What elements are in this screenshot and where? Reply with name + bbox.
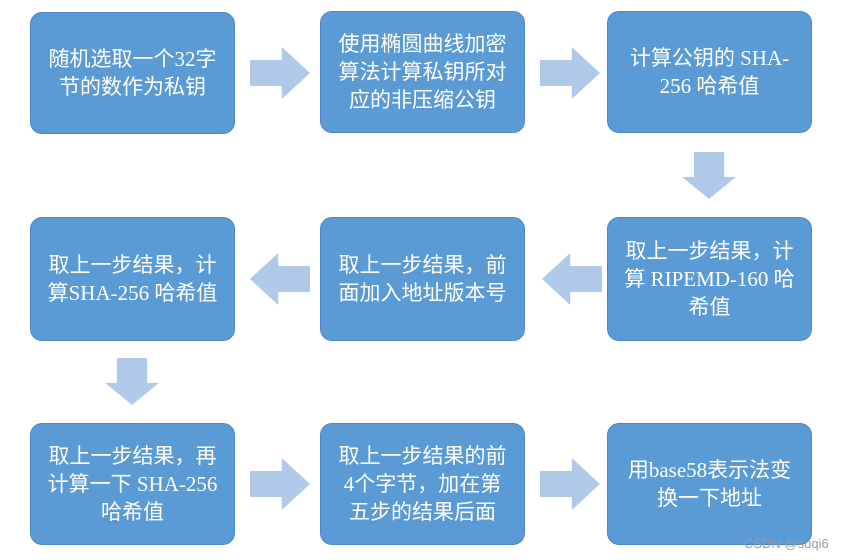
flow-step-6: 取上一步结果，计 算SHA-256 哈希值 bbox=[30, 217, 235, 341]
flow-step-6-label: 取上一步结果，计 算SHA-256 哈希值 bbox=[47, 253, 218, 305]
flow-step-4-label: 取上一步结果，计 算 RIPEMD-160 哈 希值 bbox=[624, 239, 795, 319]
arrow-down-icon bbox=[682, 152, 736, 199]
flow-step-3-label: 计算公钥的 SHA- 256 哈希值 bbox=[629, 46, 790, 98]
flow-step-7: 取上一步结果，再 计算一下 SHA-256 哈希值 bbox=[30, 423, 235, 545]
arrow-left-icon bbox=[542, 253, 602, 305]
arrow-right-icon bbox=[540, 458, 600, 510]
flow-step-2-label: 使用椭圆曲线加密 算法计算私钥所对 应的非压缩公钥 bbox=[338, 32, 507, 112]
arrow-right-icon bbox=[250, 47, 310, 99]
flow-step-9-label: 用base58表示法变 换一下地址 bbox=[627, 458, 792, 510]
watermark: CSDN @suqi6 bbox=[744, 536, 829, 551]
flow-step-1-label: 随机选取一个32字 节的数作为私钥 bbox=[48, 47, 217, 99]
flow-step-3: 计算公钥的 SHA- 256 哈希值 bbox=[607, 11, 812, 133]
flow-step-8-label: 取上一步结果的前 4个字节，加在第 五步的结果后面 bbox=[338, 444, 507, 524]
flow-step-5-label: 取上一步结果，前 面加入地址版本号 bbox=[338, 253, 507, 305]
flow-step-9: 用base58表示法变 换一下地址 bbox=[607, 423, 812, 545]
flow-step-5: 取上一步结果，前 面加入地址版本号 bbox=[320, 217, 525, 341]
flow-step-7-label: 取上一步结果，再 计算一下 SHA-256 哈希值 bbox=[47, 444, 218, 524]
flow-step-1: 随机选取一个32字 节的数作为私钥 bbox=[30, 12, 235, 134]
flow-step-2: 使用椭圆曲线加密 算法计算私钥所对 应的非压缩公钥 bbox=[320, 11, 525, 133]
flow-step-8: 取上一步结果的前 4个字节，加在第 五步的结果后面 bbox=[320, 423, 525, 545]
arrow-down-icon bbox=[105, 358, 159, 405]
arrow-right-icon bbox=[540, 47, 600, 99]
arrow-right-icon bbox=[250, 458, 310, 510]
arrow-left-icon bbox=[250, 253, 310, 305]
flow-step-4: 取上一步结果，计 算 RIPEMD-160 哈 希值 bbox=[607, 217, 812, 341]
